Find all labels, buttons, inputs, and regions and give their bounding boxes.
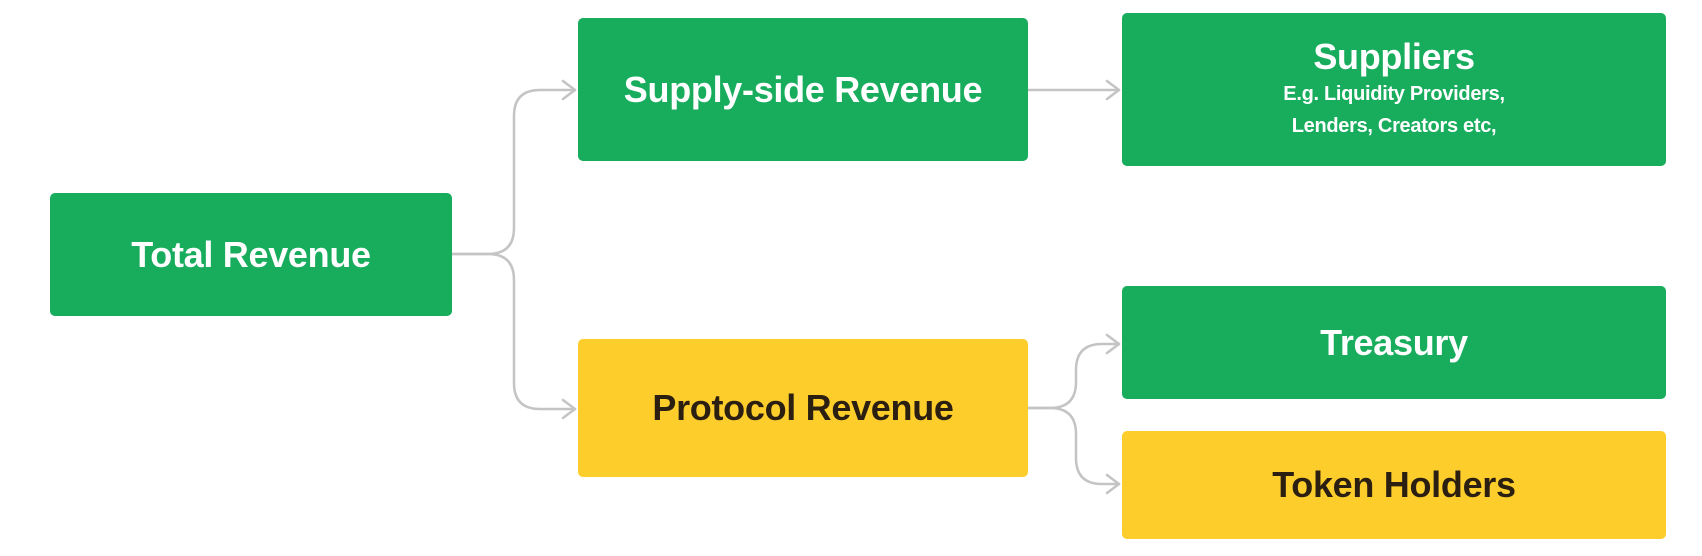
- node-label: Treasury: [1320, 321, 1468, 363]
- arrowhead-suppliers: [1105, 79, 1121, 101]
- connector-total-to-supply: [450, 88, 577, 256]
- node-label: Total Revenue: [131, 233, 371, 275]
- arrowhead-supply: [561, 79, 577, 101]
- node-total-revenue: Total Revenue: [50, 193, 452, 316]
- arrowhead-treasury: [1105, 333, 1121, 355]
- arrowhead-holders: [1105, 473, 1121, 495]
- connector-total-to-protocol: [450, 252, 577, 411]
- connector-protocol-to-treasury: [1026, 342, 1121, 410]
- node-sublabel-line-1: E.g. Liquidity Providers,: [1283, 83, 1505, 106]
- node-sublabel-line-2: Lenders, Creators etc,: [1291, 115, 1497, 138]
- arrowhead-protocol: [561, 398, 577, 420]
- node-label: Supply-side Revenue: [623, 68, 983, 110]
- node-supply-side-revenue: Supply-side Revenue: [578, 18, 1028, 161]
- node-label: Token Holders: [1272, 464, 1516, 506]
- node-protocol-revenue: Protocol Revenue: [578, 339, 1028, 477]
- node-suppliers: Suppliers E.g. Liquidity Providers, Lend…: [1122, 13, 1666, 166]
- connector-protocol-to-holders: [1026, 406, 1121, 486]
- node-treasury: Treasury: [1122, 286, 1666, 399]
- node-label: Protocol Revenue: [652, 387, 954, 429]
- node-label: Suppliers: [1313, 35, 1475, 77]
- node-token-holders: Token Holders: [1122, 431, 1666, 539]
